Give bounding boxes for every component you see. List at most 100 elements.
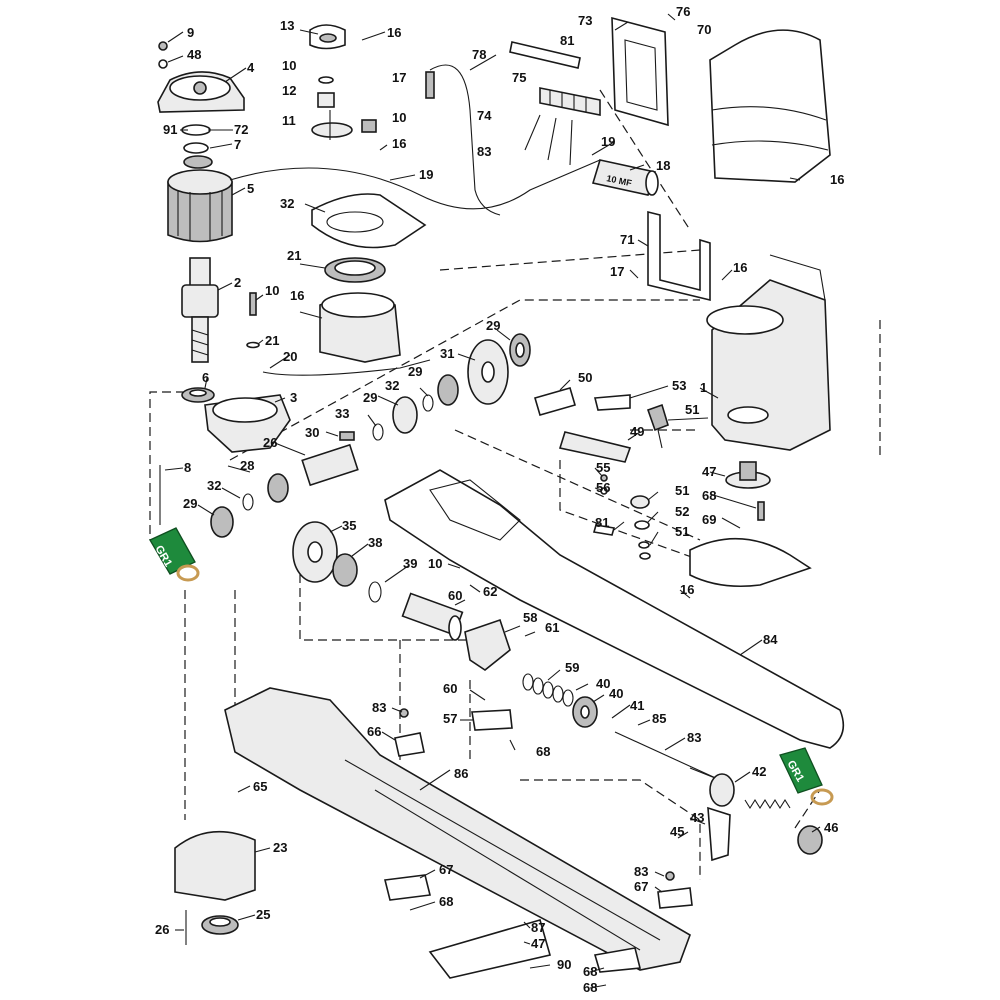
svg-text:3: 3 bbox=[290, 390, 297, 405]
svg-text:5: 5 bbox=[247, 181, 254, 196]
part-capacitor-18: 10 MF bbox=[591, 159, 659, 196]
svg-text:60: 60 bbox=[448, 588, 462, 603]
svg-text:29: 29 bbox=[408, 364, 422, 379]
svg-text:20: 20 bbox=[283, 349, 297, 364]
svg-text:59: 59 bbox=[565, 660, 579, 675]
svg-text:2: 2 bbox=[234, 275, 241, 290]
svg-text:55: 55 bbox=[596, 460, 610, 475]
svg-text:16: 16 bbox=[290, 288, 304, 303]
svg-text:29: 29 bbox=[486, 318, 500, 333]
part-plates-66-67-83-87 bbox=[384, 708, 693, 979]
part-bolt-51 bbox=[646, 403, 669, 449]
part-shaft-2 bbox=[181, 257, 219, 363]
svg-text:91: 91 bbox=[163, 122, 177, 137]
svg-text:6: 6 bbox=[202, 370, 209, 385]
svg-text:51: 51 bbox=[675, 483, 689, 498]
svg-text:90: 90 bbox=[557, 957, 571, 972]
part-cover-69 bbox=[709, 29, 831, 183]
part-rotor-5 bbox=[167, 169, 233, 243]
svg-text:86: 86 bbox=[454, 766, 468, 781]
svg-text:51: 51 bbox=[675, 524, 689, 539]
svg-text:23: 23 bbox=[273, 840, 287, 855]
svg-text:30: 30 bbox=[305, 425, 319, 440]
svg-text:16: 16 bbox=[733, 260, 747, 275]
svg-text:43: 43 bbox=[690, 810, 704, 825]
svg-text:85: 85 bbox=[652, 711, 666, 726]
svg-text:70: 70 bbox=[697, 22, 711, 37]
svg-text:83: 83 bbox=[634, 864, 648, 879]
svg-text:33: 33 bbox=[335, 406, 349, 421]
svg-text:66: 66 bbox=[367, 724, 381, 739]
svg-text:87: 87 bbox=[531, 920, 545, 935]
svg-text:32: 32 bbox=[280, 196, 294, 211]
svg-text:67: 67 bbox=[634, 879, 648, 894]
part-flange-3 bbox=[204, 394, 291, 453]
svg-text:53: 53 bbox=[672, 378, 686, 393]
svg-text:8: 8 bbox=[184, 460, 191, 475]
svg-text:16: 16 bbox=[392, 136, 406, 151]
part-cable-19-77 bbox=[229, 64, 601, 376]
svg-text:60: 60 bbox=[443, 681, 457, 696]
svg-text:65: 65 bbox=[253, 779, 267, 794]
svg-text:68: 68 bbox=[583, 964, 597, 979]
svg-text:21: 21 bbox=[265, 333, 279, 348]
svg-text:83: 83 bbox=[477, 144, 491, 159]
svg-text:62: 62 bbox=[483, 584, 497, 599]
part-plates-49-50-53 bbox=[534, 387, 632, 463]
svg-text:47: 47 bbox=[702, 464, 716, 479]
part-support-47-68 bbox=[725, 461, 771, 521]
svg-text:19: 19 bbox=[601, 134, 615, 149]
part-screws-8-9-48 bbox=[158, 41, 168, 525]
part-cap-15 bbox=[309, 24, 346, 50]
part-nut-block-56-57 bbox=[464, 618, 513, 731]
svg-text:13: 13 bbox=[280, 18, 294, 33]
svg-text:57: 57 bbox=[443, 711, 457, 726]
svg-text:74: 74 bbox=[477, 108, 492, 123]
part-arm-85 bbox=[384, 469, 845, 749]
svg-text:12: 12 bbox=[282, 83, 296, 98]
svg-text:68: 68 bbox=[583, 980, 597, 995]
svg-text:19: 19 bbox=[419, 167, 433, 182]
svg-text:29: 29 bbox=[183, 496, 197, 511]
dashed-guide-lines bbox=[149, 89, 881, 880]
part-seal-33 bbox=[311, 193, 427, 249]
green-tag-gr1-left: GR1 bbox=[149, 527, 200, 582]
svg-text:56: 56 bbox=[596, 480, 610, 495]
svg-text:31: 31 bbox=[440, 346, 454, 361]
svg-text:29: 29 bbox=[363, 390, 377, 405]
svg-text:47: 47 bbox=[531, 936, 545, 951]
svg-text:68: 68 bbox=[439, 894, 453, 909]
part-housing-23-25-26 bbox=[174, 830, 256, 945]
svg-text:69: 69 bbox=[702, 512, 716, 527]
part-gear-13-14-11 bbox=[311, 76, 377, 140]
svg-text:68: 68 bbox=[536, 744, 550, 759]
svg-text:9: 9 bbox=[187, 25, 194, 40]
part-coupling-41-42 bbox=[707, 773, 735, 862]
svg-text:52: 52 bbox=[675, 504, 689, 519]
svg-text:58: 58 bbox=[523, 610, 537, 625]
svg-text:38: 38 bbox=[368, 535, 382, 550]
part-cover-70 bbox=[689, 537, 812, 588]
svg-text:83: 83 bbox=[372, 700, 386, 715]
part-motor-cover-4 bbox=[157, 71, 245, 113]
part-screw-shaft-84 bbox=[614, 731, 721, 781]
svg-text:73: 73 bbox=[578, 13, 592, 28]
svg-text:51: 51 bbox=[685, 402, 699, 417]
svg-text:21: 21 bbox=[287, 248, 301, 263]
part-bracket-73 bbox=[611, 16, 669, 127]
svg-text:28: 28 bbox=[240, 458, 254, 473]
svg-text:10: 10 bbox=[282, 58, 296, 73]
part-springs-59-39-40 bbox=[522, 673, 598, 728]
svg-text:10: 10 bbox=[392, 110, 406, 125]
svg-text:84: 84 bbox=[763, 632, 778, 647]
svg-text:78: 78 bbox=[472, 47, 486, 62]
svg-text:4: 4 bbox=[247, 60, 255, 75]
svg-text:10: 10 bbox=[428, 556, 442, 571]
svg-text:40: 40 bbox=[609, 686, 623, 701]
svg-text:35: 35 bbox=[342, 518, 356, 533]
part-terminal-block-75-78 bbox=[509, 41, 601, 166]
svg-text:81: 81 bbox=[560, 33, 574, 48]
svg-text:25: 25 bbox=[256, 907, 270, 922]
svg-text:81: 81 bbox=[595, 515, 609, 530]
svg-text:48: 48 bbox=[187, 47, 201, 62]
